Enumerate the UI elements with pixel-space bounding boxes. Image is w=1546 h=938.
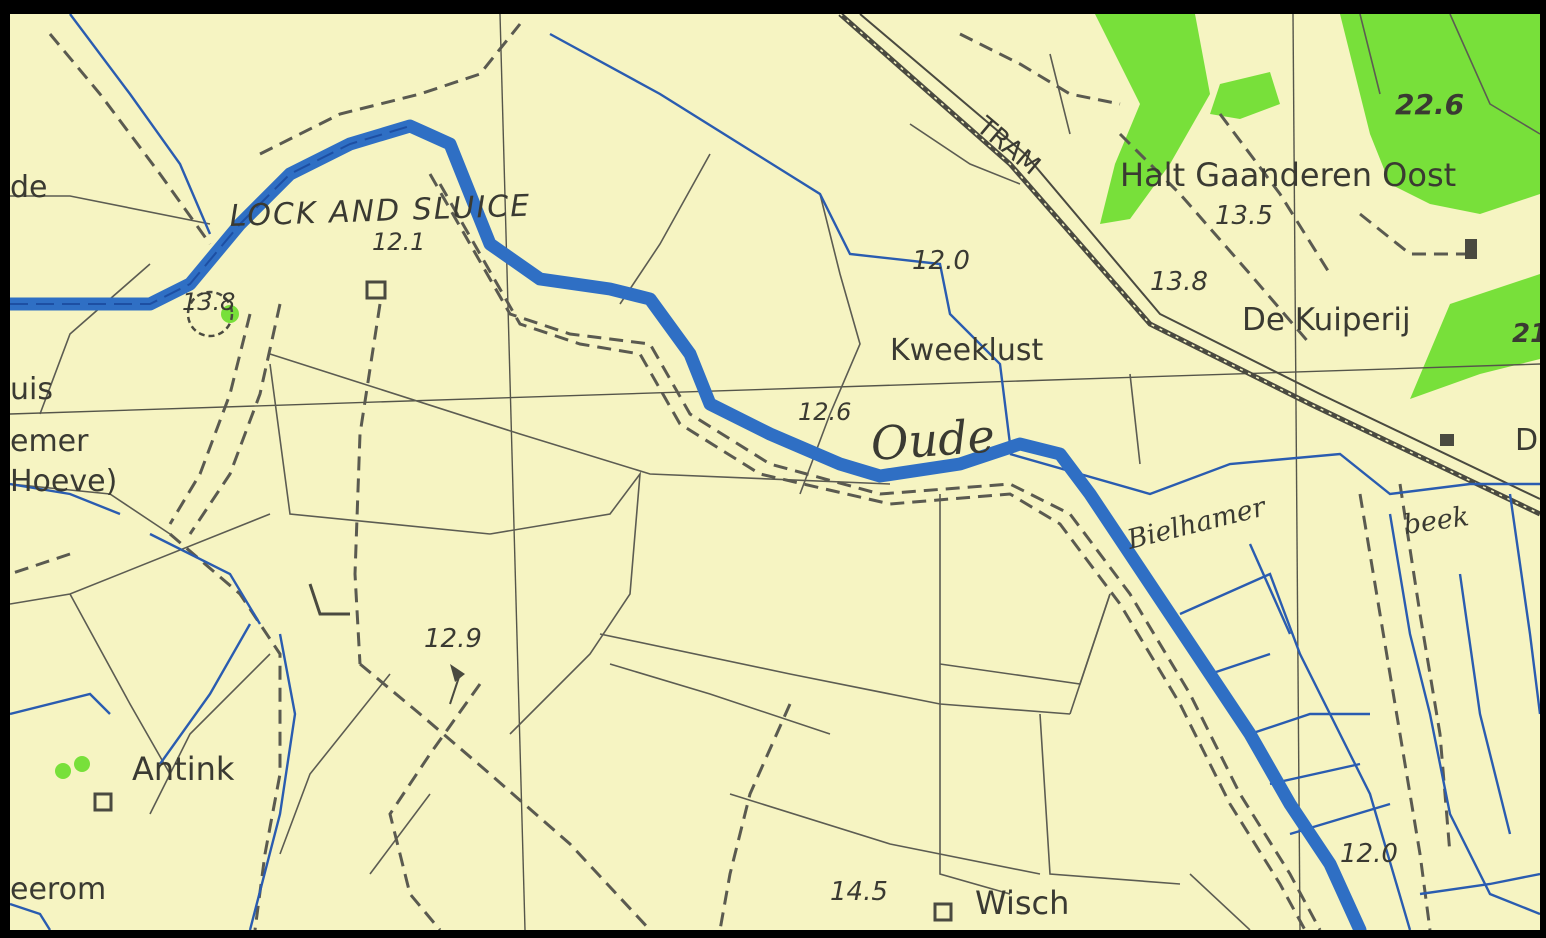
building-symbol bbox=[933, 902, 953, 922]
label-wisch: Wisch bbox=[975, 884, 1069, 922]
tree-lock bbox=[221, 305, 239, 323]
label-uis-left: uis bbox=[10, 372, 53, 407]
spot-height-14-5: 14.5 bbox=[830, 877, 888, 907]
field-boundaries bbox=[10, 14, 1540, 930]
building-symbol bbox=[1440, 434, 1454, 446]
building-symbol bbox=[93, 792, 113, 812]
label-bielhamer: Bielhamer bbox=[1123, 491, 1270, 556]
building-symbol bbox=[365, 280, 387, 300]
tree-antink-1 bbox=[55, 763, 71, 779]
woodland-top-right bbox=[1340, 14, 1540, 214]
woodland-small bbox=[1210, 72, 1280, 119]
label-eerom-left: eerom bbox=[10, 872, 106, 907]
map-canvas: LOCK AND SLUICE TRAM Halt Gaanderen Oost… bbox=[10, 14, 1540, 930]
spot-height-12-1: 12.1 bbox=[372, 228, 425, 256]
map-labels: LOCK AND SLUICE TRAM Halt Gaanderen Oost… bbox=[10, 88, 1540, 922]
tramway bbox=[838, 14, 1540, 517]
woodland-top-center bbox=[1095, 14, 1210, 224]
label-kweeklust: Kweeklust bbox=[890, 333, 1043, 368]
label-halt-gaanderen-oost: Halt Gaanderen Oost bbox=[1120, 156, 1456, 194]
grid-lines bbox=[10, 14, 1540, 930]
spot-height-21: 21 bbox=[1512, 319, 1540, 349]
topographic-map[interactable]: LOCK AND SLUICE TRAM Halt Gaanderen Oost… bbox=[10, 14, 1540, 930]
label-d-right: D bbox=[1515, 423, 1538, 458]
label-antink: Antink bbox=[132, 750, 235, 788]
river-oude-ijssel bbox=[10, 119, 1367, 930]
label-de-left: de bbox=[10, 170, 48, 205]
map-symbols bbox=[93, 239, 1477, 922]
tree-antink-2 bbox=[74, 756, 90, 772]
spot-height-12-0-top: 12.0 bbox=[912, 246, 970, 276]
label-de-kuiperij: De Kuiperij bbox=[1242, 302, 1411, 338]
spot-height-12-0-bottom: 12.0 bbox=[1340, 839, 1398, 869]
label-tram: TRAM bbox=[970, 111, 1046, 182]
building-symbol bbox=[1465, 239, 1477, 259]
roads bbox=[10, 23, 1470, 930]
streams bbox=[10, 14, 1540, 930]
label-oude: Oude bbox=[869, 408, 996, 471]
woodland-areas bbox=[55, 14, 1540, 779]
spot-height-13-5: 13.5 bbox=[1215, 201, 1273, 231]
label-hoeve-left: Hoeve) bbox=[10, 464, 117, 499]
spot-height-13-8-left: 13.8 bbox=[182, 288, 235, 316]
label-emer-left: emer bbox=[10, 424, 89, 459]
spot-height-22-6: 22.6 bbox=[1395, 88, 1464, 121]
spot-height-12-6: 12.6 bbox=[798, 398, 851, 426]
spot-height-12-9: 12.9 bbox=[424, 624, 482, 654]
label-beek: beek bbox=[1402, 501, 1471, 541]
spot-height-13-8-right: 13.8 bbox=[1150, 267, 1208, 297]
